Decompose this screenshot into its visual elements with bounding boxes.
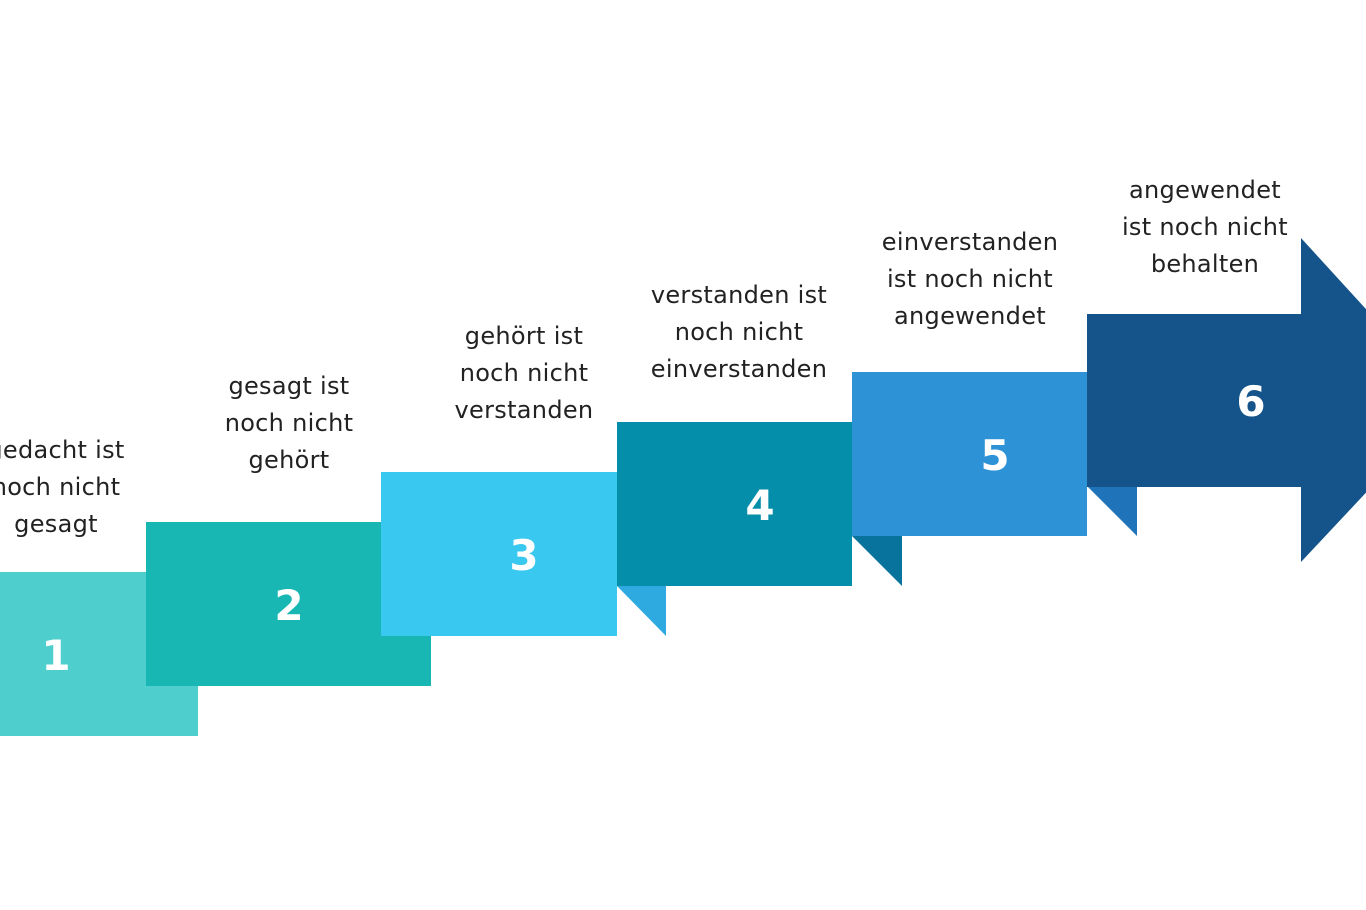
step-5-block xyxy=(852,372,1087,536)
step-5-caption: einverstanden ist noch nicht angewendet xyxy=(881,228,1059,330)
step-3-caption: gehört ist noch nicht verstanden xyxy=(454,322,594,424)
step-4-shadow xyxy=(852,536,902,586)
step-1-caption: gedacht ist noch nicht gesagt xyxy=(0,436,125,538)
step-5-number: 5 xyxy=(980,431,1009,480)
step-5-shadow xyxy=(1087,486,1137,536)
step-2-number: 2 xyxy=(274,581,303,630)
step-4-block xyxy=(617,422,852,586)
step-4-number: 4 xyxy=(745,481,774,530)
step-2-caption: gesagt ist noch nicht gehört xyxy=(224,372,354,474)
step-3-shadow xyxy=(617,586,666,636)
step-1-number: 1 xyxy=(41,631,70,680)
step-3-number: 3 xyxy=(509,531,538,580)
step-6-caption: angewendet ist noch nicht behalten xyxy=(1121,176,1289,278)
step-6-number: 6 xyxy=(1236,377,1265,426)
step-4-caption: verstanden ist noch nicht einverstanden xyxy=(650,281,828,383)
step-6-arrow xyxy=(1087,238,1366,562)
step-3-block xyxy=(381,472,617,636)
